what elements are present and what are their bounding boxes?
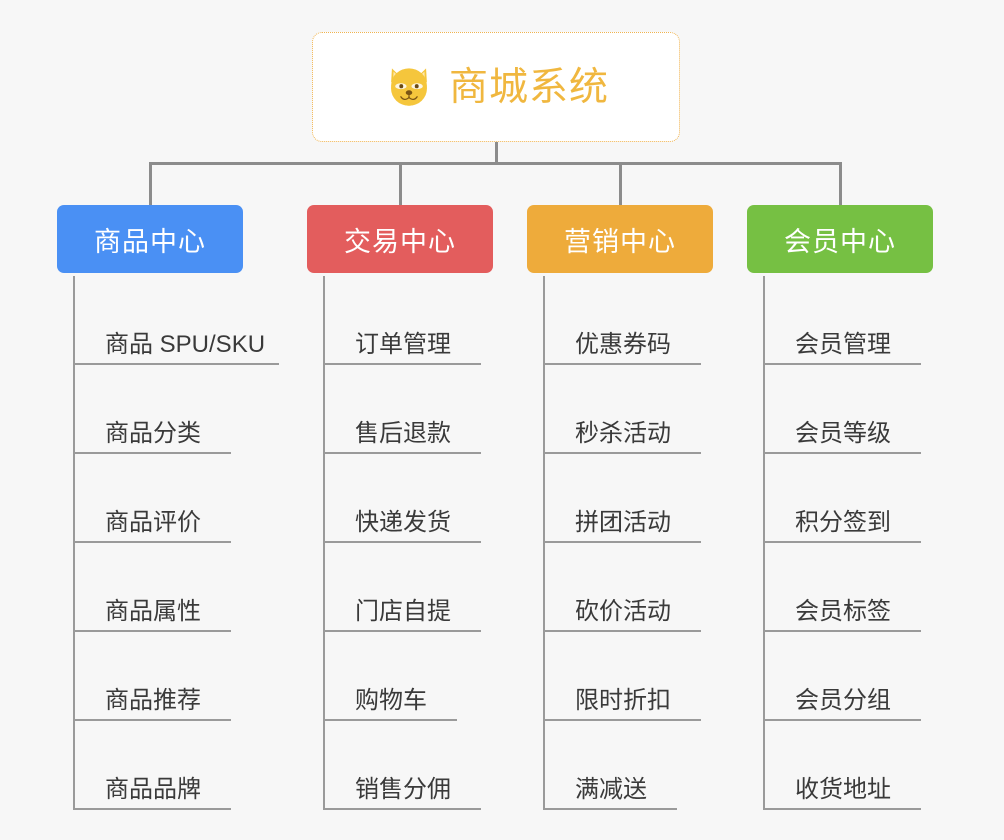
connector-drop-4 bbox=[839, 162, 842, 205]
leaf-item[interactable]: 拼团活动 bbox=[543, 454, 701, 543]
leaf-item-label: 砍价活动 bbox=[575, 598, 671, 626]
category-label: 交易中心 bbox=[344, 226, 456, 257]
shiba-dog-face-icon bbox=[391, 68, 427, 106]
leaf-spine bbox=[323, 276, 325, 810]
leaf-item[interactable]: 商品推荐 bbox=[73, 632, 231, 721]
leaf-item-label: 快递发货 bbox=[355, 509, 451, 537]
leaf-item[interactable]: 会员分组 bbox=[763, 632, 921, 721]
leaf-item-label: 会员标签 bbox=[795, 598, 891, 626]
leaf-item[interactable]: 砍价活动 bbox=[543, 543, 701, 632]
leaf-item-label: 售后退款 bbox=[355, 420, 451, 448]
leaf-item-label: 购物车 bbox=[355, 687, 427, 715]
connector-drop-3 bbox=[619, 162, 622, 205]
leaf-item-label: 会员等级 bbox=[795, 420, 891, 448]
leaf-item-label: 积分签到 bbox=[795, 509, 891, 537]
connector-drop-1 bbox=[149, 162, 152, 205]
category-label: 营销中心 bbox=[564, 226, 676, 257]
leaf-item-label: 商品属性 bbox=[105, 598, 201, 626]
leaf-item[interactable]: 商品属性 bbox=[73, 543, 231, 632]
leaf-item-label: 商品分类 bbox=[105, 420, 201, 448]
leaf-item[interactable]: 秒杀活动 bbox=[543, 365, 701, 454]
leaf-item[interactable]: 满减送 bbox=[543, 721, 677, 810]
category-label: 会员中心 bbox=[784, 226, 896, 257]
leaf-item[interactable]: 商品品牌 bbox=[73, 721, 231, 810]
leaf-item-label: 限时折扣 bbox=[575, 687, 671, 715]
leaf-spine bbox=[73, 276, 75, 810]
leaf-item[interactable]: 会员管理 bbox=[763, 276, 921, 365]
leaf-item-label: 商品品牌 bbox=[105, 776, 201, 804]
leaf-item-label: 商品推荐 bbox=[105, 687, 201, 715]
leaf-item-label: 会员管理 bbox=[795, 331, 891, 359]
leaf-item[interactable]: 快递发货 bbox=[323, 454, 481, 543]
root-node[interactable]: 商城系统 bbox=[312, 32, 680, 142]
leaf-item-label: 门店自提 bbox=[355, 598, 451, 626]
leaf-item-label: 会员分组 bbox=[795, 687, 891, 715]
leaf-item[interactable]: 优惠券码 bbox=[543, 276, 701, 365]
leaf-item[interactable]: 会员标签 bbox=[763, 543, 921, 632]
category-node-1[interactable]: 商品中心 bbox=[57, 205, 243, 273]
leaf-item-label: 订单管理 bbox=[355, 331, 451, 359]
leaf-item[interactable]: 商品 SPU/SKU bbox=[73, 276, 279, 365]
leaf-item-label: 商品评价 bbox=[105, 509, 201, 537]
leaf-item-label: 商品 SPU/SKU bbox=[105, 331, 266, 359]
connector-horizontal-bus bbox=[149, 162, 842, 165]
leaf-item[interactable]: 商品评价 bbox=[73, 454, 231, 543]
connector-drop-2 bbox=[399, 162, 402, 205]
leaf-item[interactable]: 收货地址 bbox=[763, 721, 921, 810]
connector-root-stem bbox=[495, 142, 498, 165]
leaf-item[interactable]: 购物车 bbox=[323, 632, 457, 721]
leaf-item[interactable]: 积分签到 bbox=[763, 454, 921, 543]
leaf-item[interactable]: 门店自提 bbox=[323, 543, 481, 632]
leaf-item[interactable]: 销售分佣 bbox=[323, 721, 481, 810]
leaf-item[interactable]: 会员等级 bbox=[763, 365, 921, 454]
leaf-item[interactable]: 售后退款 bbox=[323, 365, 481, 454]
root-title: 商城系统 bbox=[448, 65, 609, 109]
leaf-item-label: 销售分佣 bbox=[355, 776, 451, 804]
leaf-spine bbox=[763, 276, 765, 810]
category-node-4[interactable]: 会员中心 bbox=[747, 205, 933, 273]
leaf-item-label: 秒杀活动 bbox=[575, 420, 671, 448]
category-node-2[interactable]: 交易中心 bbox=[307, 205, 493, 273]
leaf-spine bbox=[543, 276, 545, 810]
category-label: 商品中心 bbox=[94, 226, 206, 257]
leaf-item[interactable]: 订单管理 bbox=[323, 276, 481, 365]
leaf-item-label: 满减送 bbox=[575, 776, 647, 804]
category-node-3[interactable]: 营销中心 bbox=[527, 205, 713, 273]
leaf-item[interactable]: 商品分类 bbox=[73, 365, 231, 454]
leaf-item[interactable]: 限时折扣 bbox=[543, 632, 701, 721]
leaf-item-label: 拼团活动 bbox=[575, 509, 671, 537]
leaf-item-label: 优惠券码 bbox=[575, 331, 671, 359]
leaf-item-label: 收货地址 bbox=[795, 776, 891, 804]
